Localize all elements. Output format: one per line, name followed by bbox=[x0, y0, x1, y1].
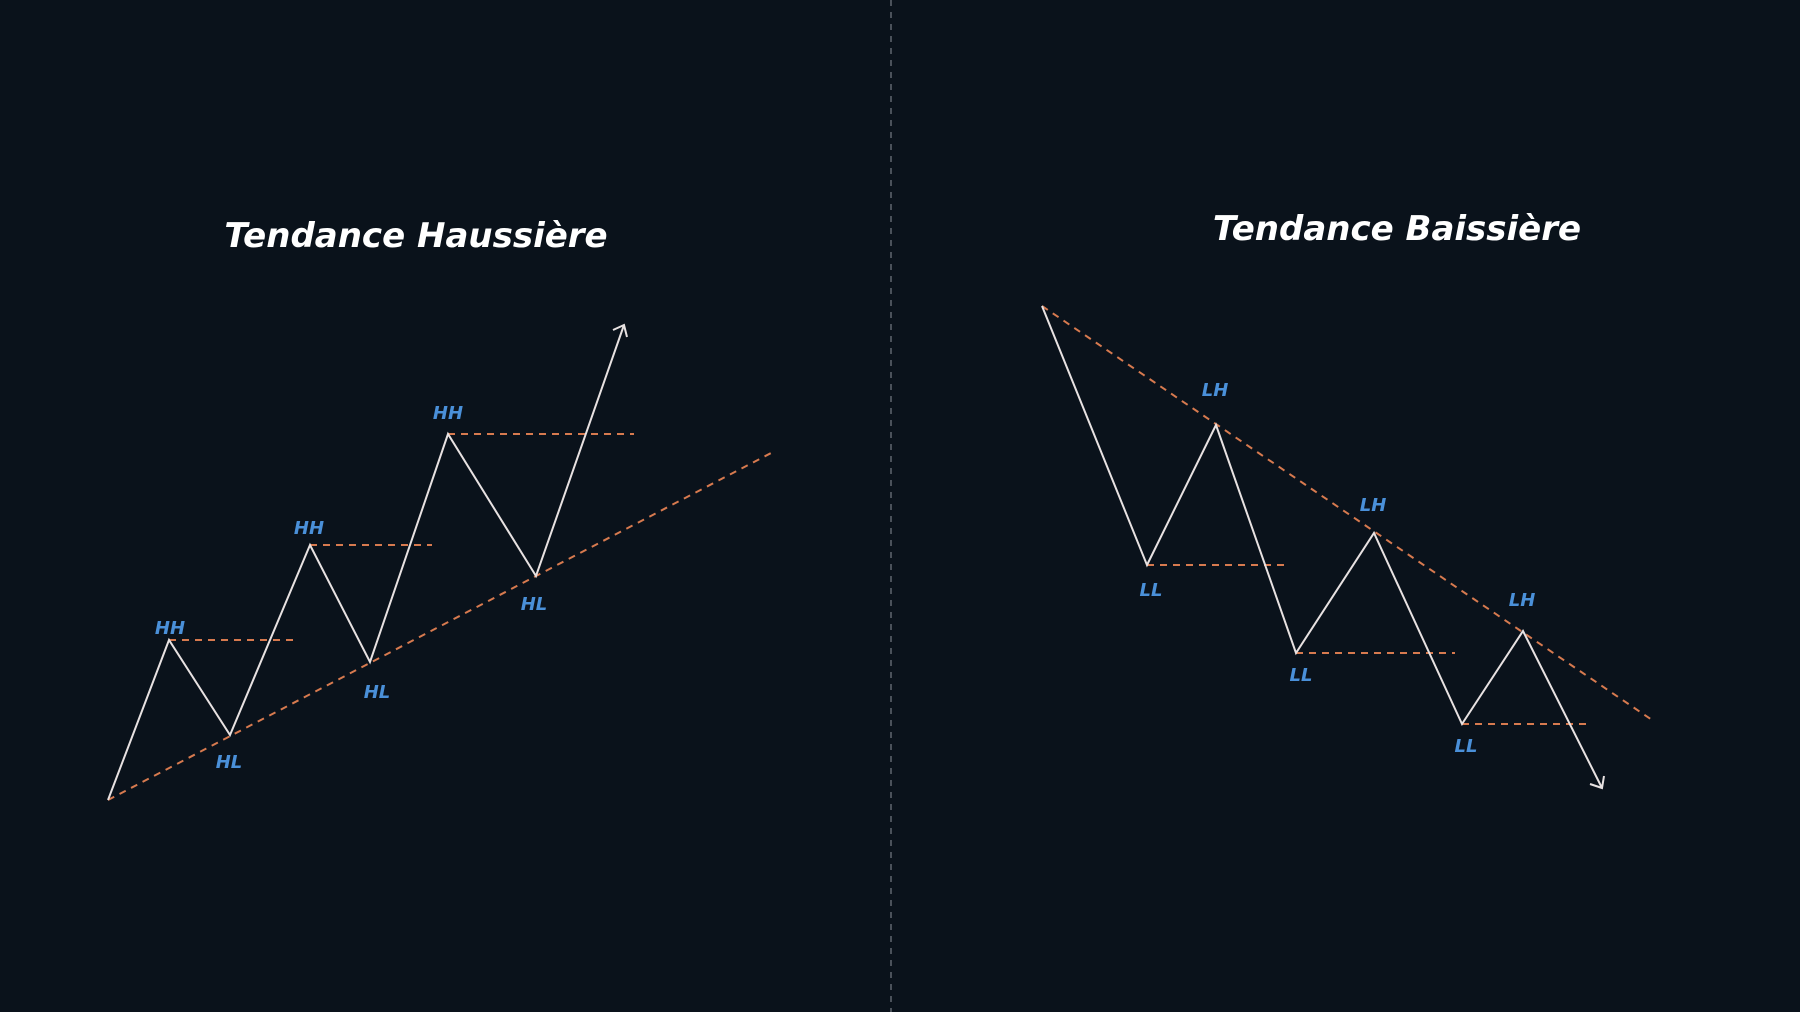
hl3-label: HL bbox=[521, 594, 548, 615]
hl1-label: HL bbox=[216, 752, 243, 773]
ll2-label: LL bbox=[1290, 665, 1313, 686]
downtrend-panel: Tendance Baissière LH LH LH LL LL LL bbox=[1041, 209, 1656, 790]
hl2-label: HL bbox=[364, 682, 391, 703]
uptrend-price-path bbox=[107, 324, 625, 801]
hh3-label: HH bbox=[433, 403, 463, 424]
lh1-label: LH bbox=[1202, 380, 1229, 401]
lh3-label: LH bbox=[1509, 590, 1536, 611]
hh2-label: HH bbox=[294, 518, 324, 539]
downtrend-price-path bbox=[1041, 305, 1603, 789]
downtrend-arrow-head bbox=[1589, 775, 1605, 790]
ll1-label: LL bbox=[1140, 580, 1163, 601]
downtrend-title: Tendance Baissière bbox=[1213, 209, 1581, 249]
uptrend-arrow-head bbox=[612, 323, 628, 338]
uptrend-panel: Tendance Haussière HH HH HH HL HL HL bbox=[107, 216, 774, 801]
uptrend-title: Tendance Haussière bbox=[224, 216, 607, 256]
uptrend-support-line bbox=[107, 451, 774, 801]
hh1-label: HH bbox=[155, 618, 185, 639]
downtrend-resistance-line bbox=[1041, 305, 1656, 723]
ll3-label: LL bbox=[1455, 736, 1478, 757]
lh2-label: LH bbox=[1360, 495, 1387, 516]
